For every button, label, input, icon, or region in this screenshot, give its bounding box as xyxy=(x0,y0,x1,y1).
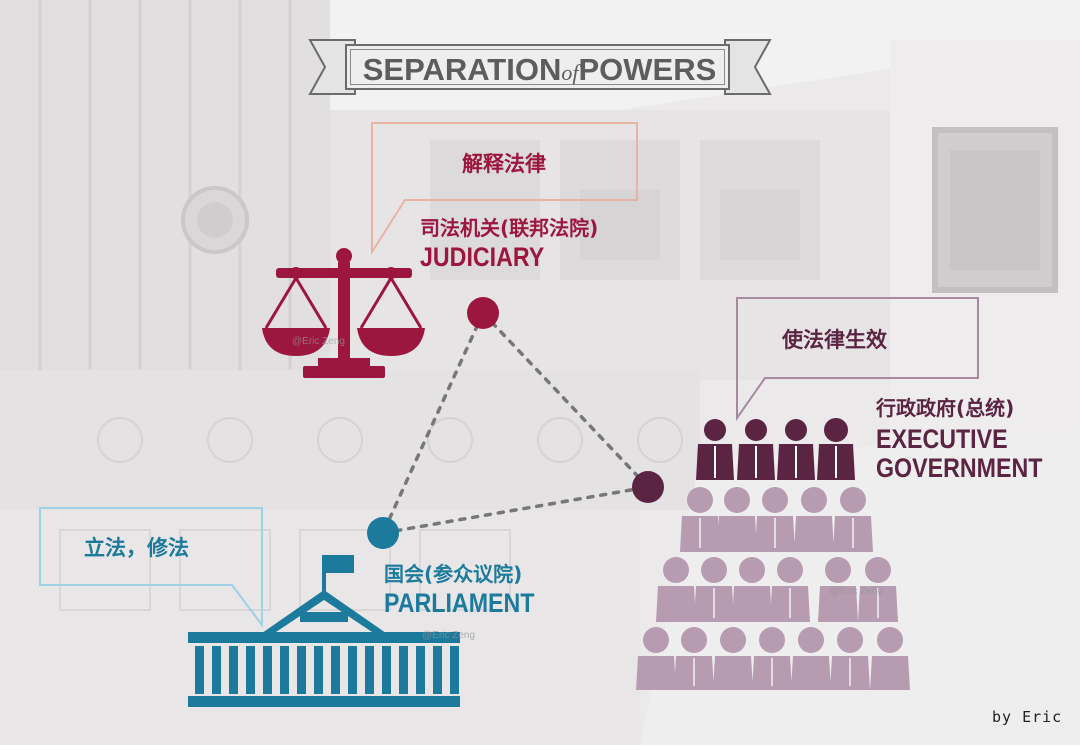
scales-icon xyxy=(262,248,425,378)
executive-label-cn: 行政政府(总统) xyxy=(876,396,1015,420)
leaders-icon xyxy=(696,418,855,480)
title-banner: SEPARATIONofPOWERS xyxy=(345,44,730,90)
title-word-2: POWERS xyxy=(578,52,717,87)
parliament-label-cn: 国会(参众议院) xyxy=(384,562,523,586)
judiciary-callout-text: 解释法律 xyxy=(462,152,546,176)
parliament-label-en: PARLIAMENT xyxy=(384,588,535,618)
executive-callout-box xyxy=(736,297,979,422)
executive-node xyxy=(632,471,664,503)
parliament-building-icon xyxy=(188,555,460,707)
people-icon xyxy=(636,487,910,690)
judiciary-callout-box xyxy=(371,122,638,256)
signature: by Eric xyxy=(992,708,1063,726)
watermark-2: @Eric Zeng xyxy=(830,586,883,597)
watermark-3: @Eric Zeng xyxy=(422,630,475,641)
executive-callout-text: 使法律生效 xyxy=(782,328,887,352)
title-word-of: of xyxy=(561,60,579,85)
judiciary-label-cn: 司法机关(联邦法院) xyxy=(420,216,599,240)
executive-label-en-line1: EXECUTIVE xyxy=(876,424,1008,454)
title-word-1: SEPARATION xyxy=(362,52,562,87)
parliament-callout-box xyxy=(39,507,263,628)
parliament-node xyxy=(367,517,399,549)
executive-label-en-line2: GOVERNMENT xyxy=(876,453,1043,483)
power-connectors xyxy=(381,311,650,535)
judiciary-label-en: JUDICIARY xyxy=(420,242,545,272)
judiciary-node xyxy=(467,297,499,329)
page-title: SEPARATIONofPOWERS xyxy=(347,52,732,88)
watermark-1: @Eric Zeng xyxy=(292,336,345,347)
parliament-callout-text: 立法，修法 xyxy=(84,536,189,560)
